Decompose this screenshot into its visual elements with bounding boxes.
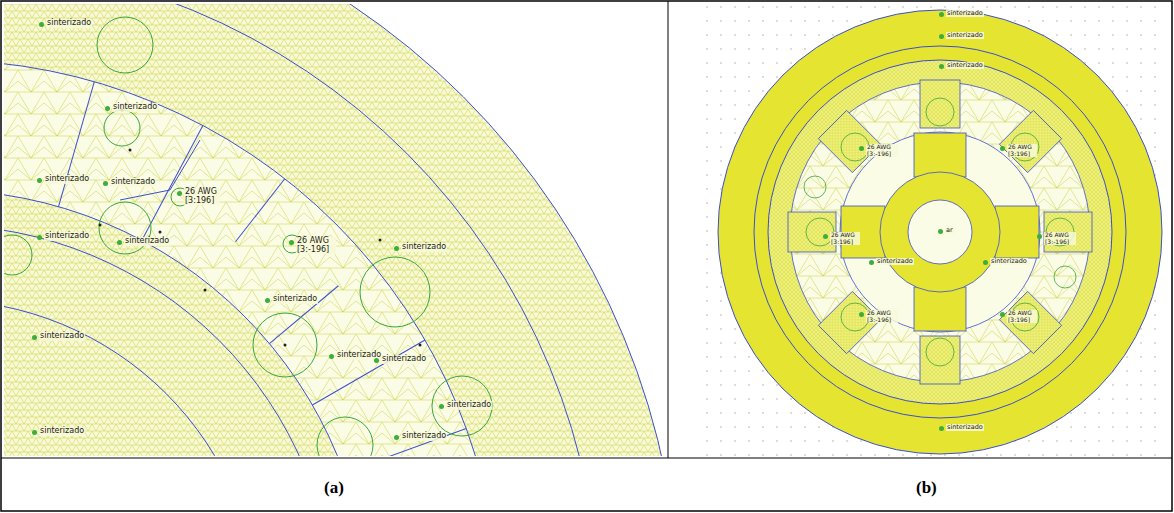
block-label: sinterizado bbox=[401, 243, 447, 251]
label-dot bbox=[177, 191, 182, 196]
label-dot bbox=[939, 64, 944, 69]
block-label: sinterizado bbox=[124, 237, 170, 245]
block-label: 26 AWG [3:-196] bbox=[866, 310, 898, 323]
label-dot bbox=[394, 435, 399, 440]
block-label: sinterizado bbox=[44, 175, 90, 183]
block-label: sinterizado bbox=[39, 427, 85, 435]
label-dot bbox=[859, 146, 864, 151]
label-dot bbox=[329, 354, 334, 359]
label-dot bbox=[939, 34, 944, 39]
block-label: sinterizado bbox=[401, 432, 447, 440]
block-label: sinterizado bbox=[112, 103, 158, 111]
block-label: sinterizado bbox=[39, 332, 85, 340]
panel-caption: (b) bbox=[914, 478, 939, 498]
label-dot bbox=[1037, 234, 1042, 239]
block-label: sinterizado bbox=[876, 258, 914, 265]
block-label: sinterizado bbox=[110, 178, 156, 186]
label-dot bbox=[983, 260, 988, 265]
label-dot bbox=[394, 246, 399, 251]
label-dot bbox=[439, 404, 444, 409]
label-dot bbox=[37, 235, 42, 240]
label-dot bbox=[105, 106, 110, 111]
block-label: sinterizado bbox=[946, 62, 984, 69]
block-label: sinterizado bbox=[46, 19, 92, 27]
label-dot bbox=[823, 234, 828, 239]
label-dot bbox=[869, 260, 874, 265]
label-dot bbox=[37, 178, 42, 183]
label-dot bbox=[265, 298, 270, 303]
label-dot bbox=[39, 22, 44, 27]
block-label: 26 AWG [3:196] bbox=[1007, 310, 1037, 323]
label-dot bbox=[103, 181, 108, 186]
panel-caption: (a) bbox=[322, 478, 346, 498]
label-dot bbox=[939, 12, 944, 17]
block-label: 26 AWG [3:-196] bbox=[296, 237, 336, 254]
block-label: sinterizado bbox=[381, 355, 427, 363]
block-label: sinterizado bbox=[446, 401, 492, 409]
label-dot bbox=[32, 430, 37, 435]
block-label: 26 AWG [3:196] bbox=[830, 232, 860, 245]
label-dot bbox=[859, 312, 864, 317]
label-dot bbox=[117, 240, 122, 245]
block-label: ar bbox=[945, 227, 954, 234]
label-dot bbox=[374, 358, 379, 363]
label-dot bbox=[32, 335, 37, 340]
label-dot bbox=[938, 229, 943, 234]
block-label: sinterizado bbox=[946, 32, 984, 39]
block-label: 26 AWG [3:-196] bbox=[1044, 232, 1076, 245]
block-label: 26 AWG [3:196] bbox=[1007, 144, 1037, 157]
block-label: sinterizado bbox=[272, 295, 318, 303]
block-label: sinterizado bbox=[946, 10, 984, 17]
block-label: 26 AWG [3:-196] bbox=[866, 144, 898, 157]
label-dot bbox=[1000, 312, 1005, 317]
block-label: 26 AWG [3:196] bbox=[184, 188, 220, 205]
block-label: sinterizado bbox=[44, 232, 90, 240]
block-label: sinterizado bbox=[990, 258, 1028, 265]
label-dot bbox=[1000, 146, 1005, 151]
block-label: sinterizado bbox=[946, 424, 984, 431]
label-dot bbox=[289, 240, 294, 245]
label-dot bbox=[939, 426, 944, 431]
